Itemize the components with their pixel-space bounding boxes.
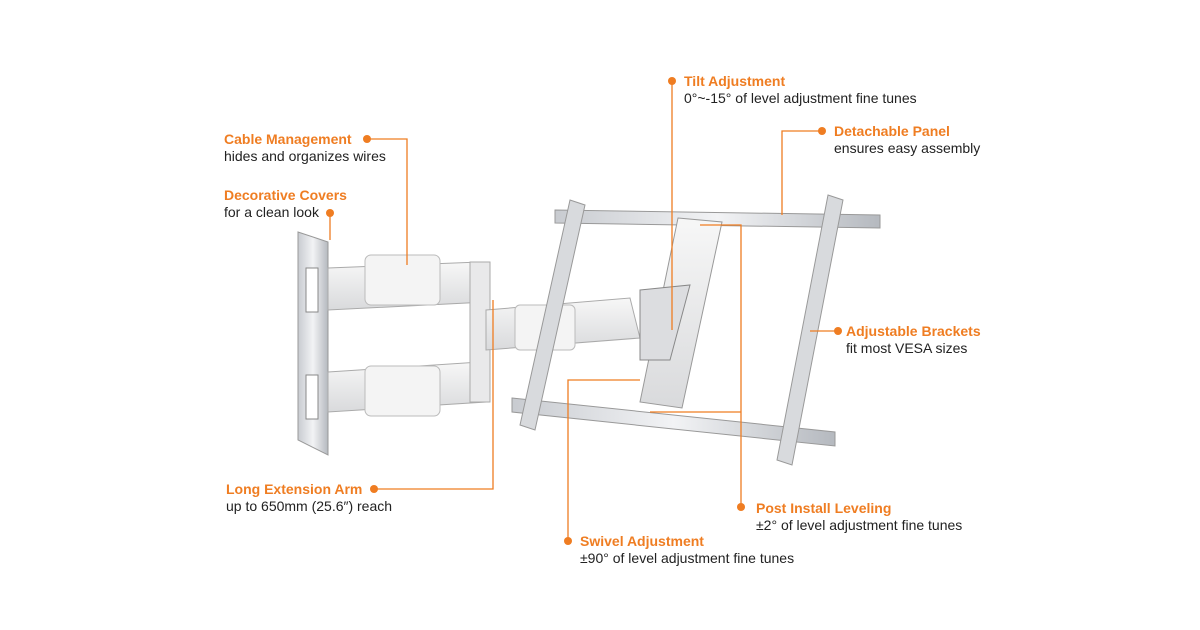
tv-brackets	[511, 194, 881, 466]
wall-plate	[297, 231, 329, 456]
extension-arm	[327, 254, 641, 417]
callout-post-install-leveling: Post Install Leveling±2° of level adjust…	[756, 500, 963, 533]
callout-swivel-adjustment: Swivel Adjustment±90° of level adjustmen…	[580, 533, 795, 566]
